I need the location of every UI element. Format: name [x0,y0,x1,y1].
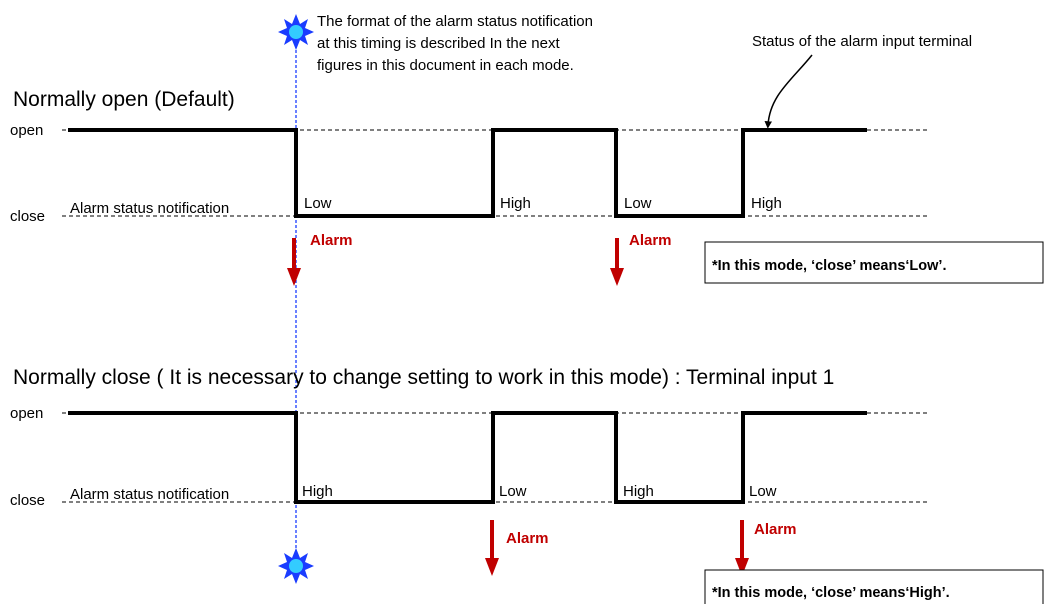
section2-mode-text: *In this mode, ‘close’ means‘High’. [712,585,950,601]
section1-mode-box [704,241,1044,284]
section1-close-label: close [10,208,45,225]
section2-level-3: High [623,483,654,500]
section2-open-label: open [10,405,43,422]
section1-mode-text: *In this mode, ‘close’ means‘Low’. [712,258,946,274]
section1-alarm-label-1: Alarm [310,232,353,249]
timing-note-line-2: at this timing is described In the next [317,35,560,52]
section2-alarm-arrow-2 [735,520,749,576]
section2-level-1: High [302,483,333,500]
section2-mode-box [704,569,1044,604]
section1-level-2: High [500,195,531,212]
section1-alarm-label-2: Alarm [629,232,672,249]
timing-note-line-3: figures in this document in each mode. [317,57,574,74]
section1-alarm-arrow-1 [287,238,301,286]
section2-level-4: Low [749,483,777,500]
section1-open-label: open [10,122,43,139]
terminal-note: Status of the alarm input terminal [752,33,972,50]
section1-notify-label: Alarm status notification [70,200,229,217]
section1-alarm-arrow-2 [610,238,624,286]
section2-alarm-arrow-1 [485,520,499,576]
timing-star-bottom-icon [278,548,314,584]
timing-note-line-1: The format of the alarm status notificat… [317,13,593,30]
section1-signal-waveform [68,128,867,218]
section2-alarm-label-1: Alarm [506,530,549,547]
section2-notify-label: Alarm status notification [70,486,229,503]
section1-level-4: High [751,195,782,212]
section1-level-1: Low [304,195,332,212]
section2-signal-waveform [68,411,867,504]
section2-close-label: close [10,492,45,509]
section2-alarm-label-2: Alarm [754,521,797,538]
section2-level-2: Low [499,483,527,500]
section2-title: Normally close ( It is necessary to chan… [13,366,834,389]
terminal-note-arrow [764,54,813,129]
section1-title: Normally open (Default) [13,88,235,111]
section1-level-3: Low [624,195,652,212]
timing-star-top-icon [278,14,314,50]
